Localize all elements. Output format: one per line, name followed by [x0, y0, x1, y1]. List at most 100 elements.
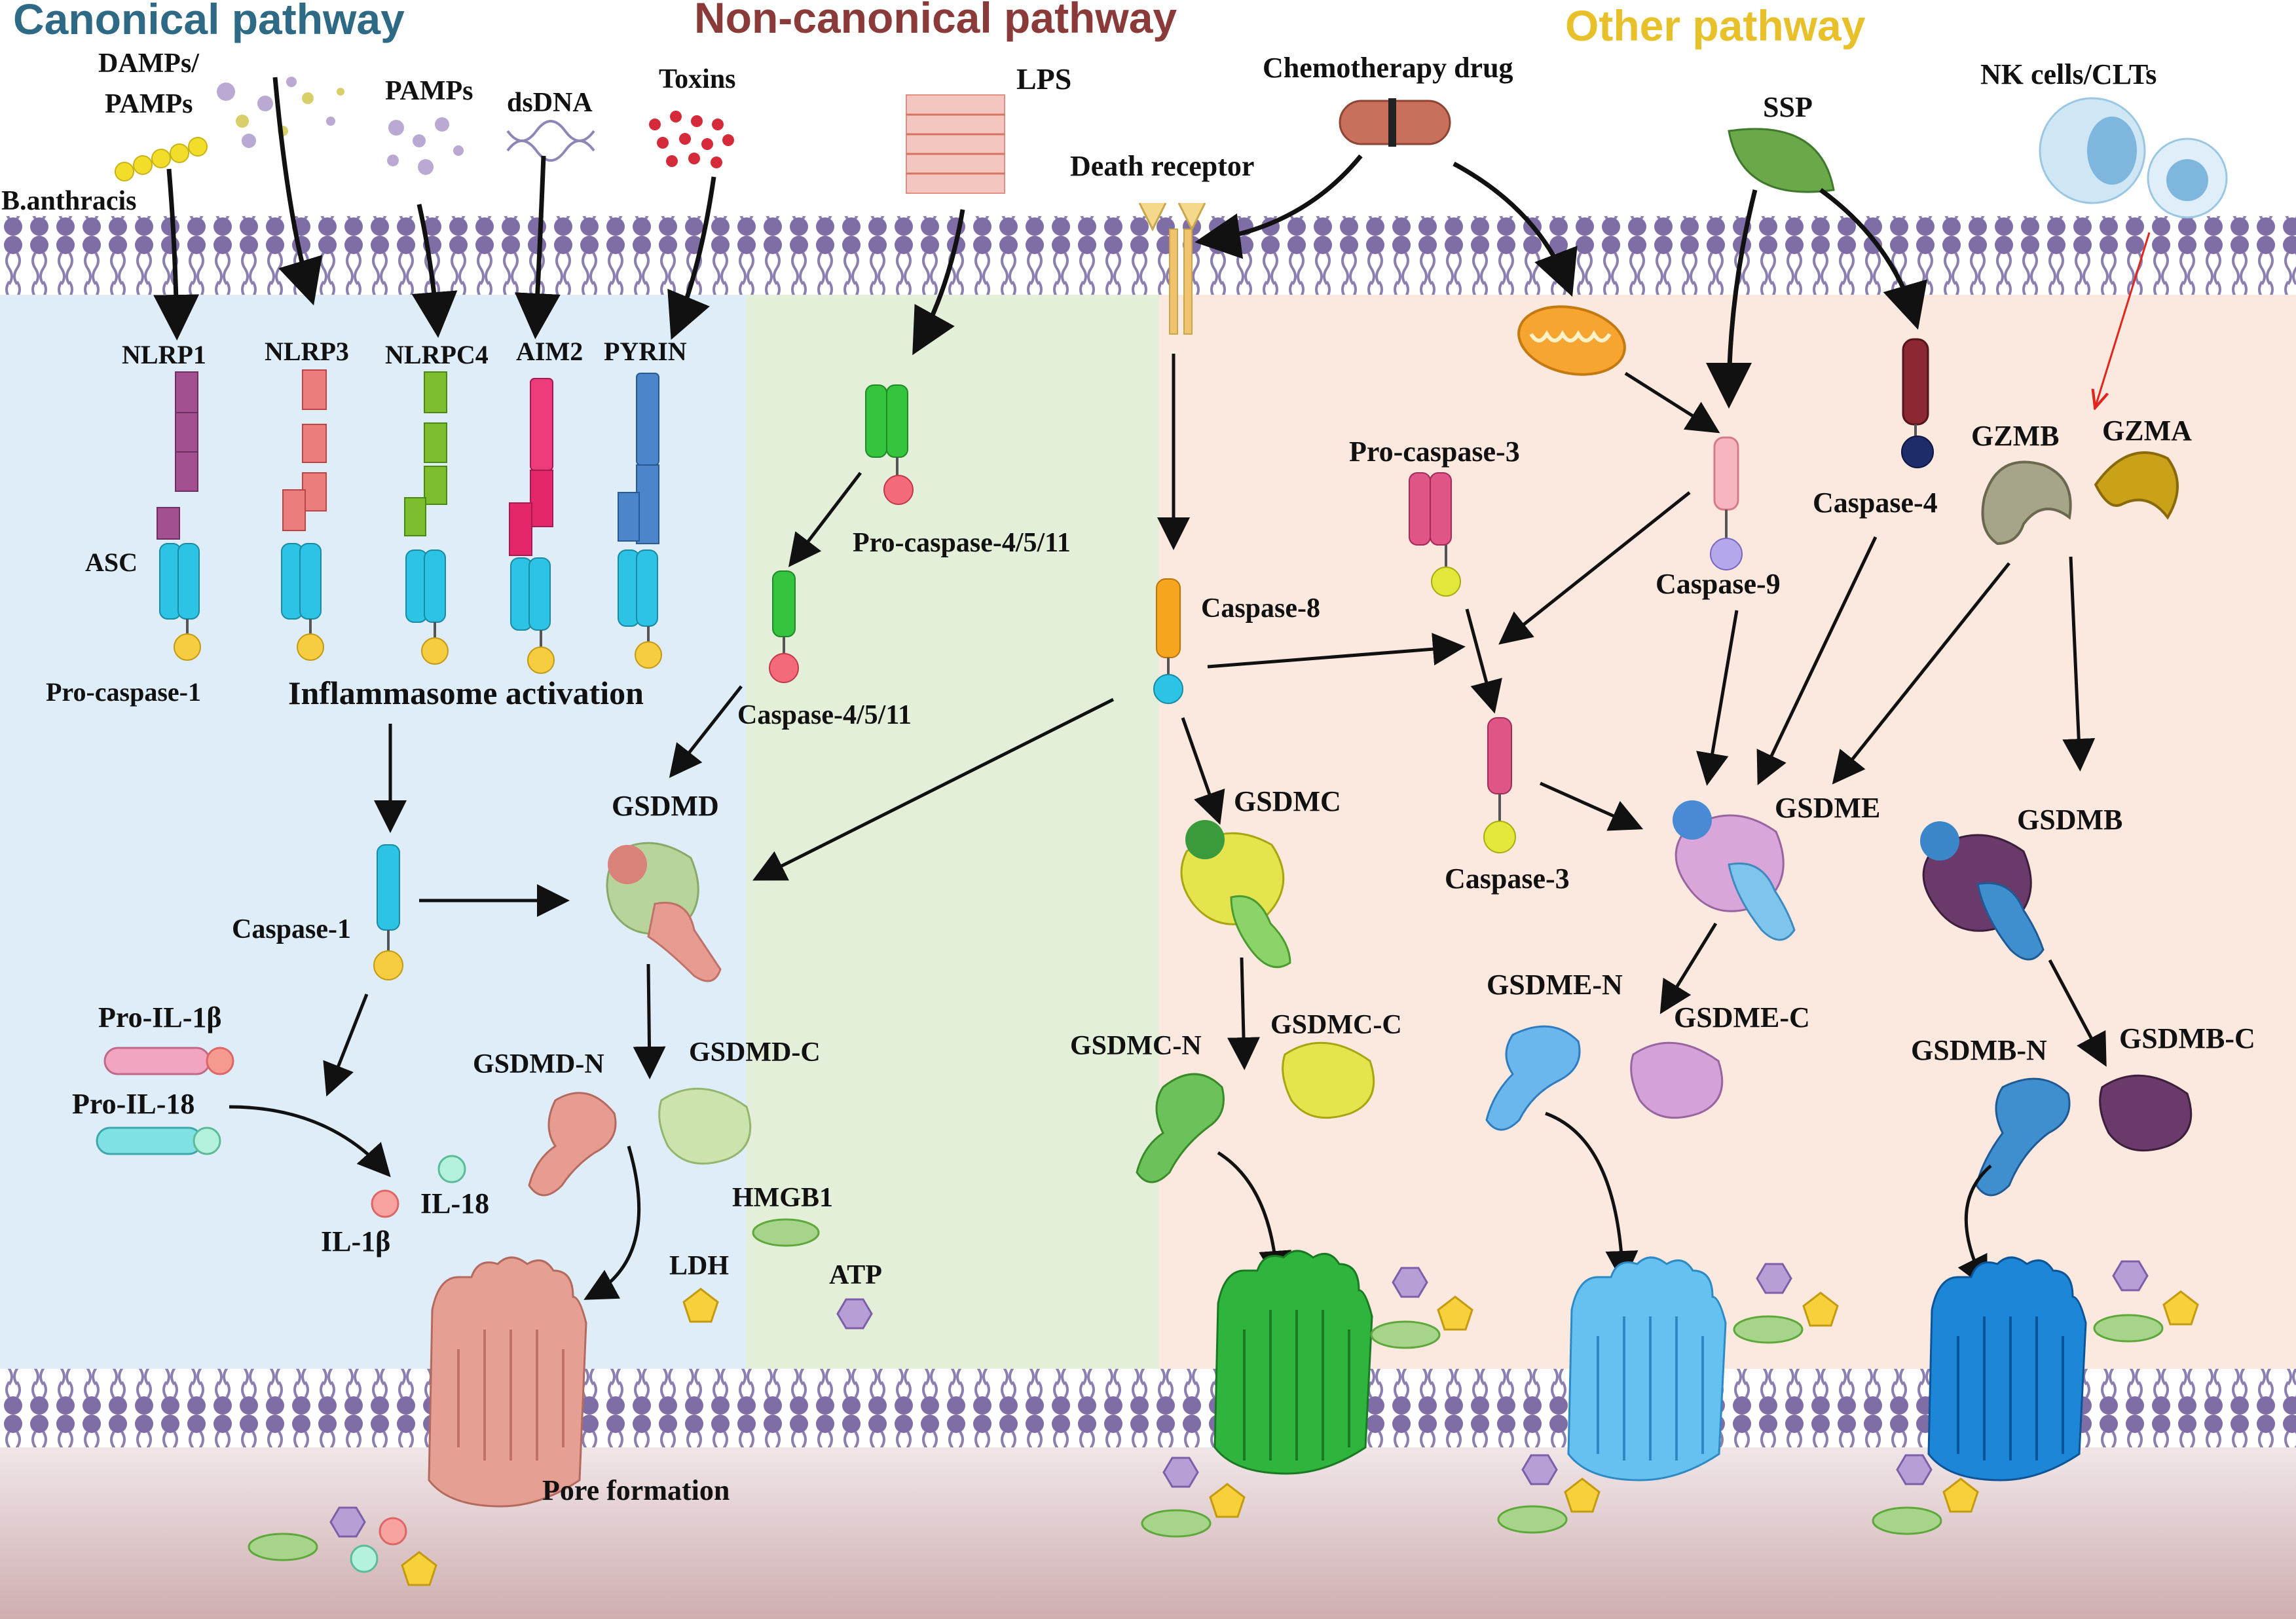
- label-gsdme-n: GSDME-N: [1487, 969, 1623, 1001]
- mitochondrion-icon: [1517, 305, 1626, 376]
- gsdmc-pore: [1213, 1250, 1373, 1475]
- stimulus-chemo: Chemotherapy drug: [1263, 52, 1513, 147]
- procasp3-protein: [1409, 472, 1461, 597]
- label-toxins: Toxins: [659, 64, 736, 94]
- gsdmd-pore: [428, 1256, 587, 1508]
- released-contents-gsdmc: [1141, 1267, 1473, 1538]
- label-nlrp1: NLRP1: [122, 340, 206, 369]
- label-procasp4511: Pro-caspase-4/5/11: [853, 528, 1071, 558]
- label-gsdmc: GSDMC: [1234, 785, 1341, 817]
- nlrpc4-sensor: NLRPC4: [385, 340, 489, 665]
- label-banthracis: B.anthracis: [1, 186, 137, 216]
- arrow-chemo-to-mito: [1453, 161, 1578, 297]
- stimulus-ssp: SSP: [1728, 91, 1835, 193]
- gsdmb-n-fragment: [1975, 1077, 2071, 1197]
- caspase3-protein: [1483, 717, 1516, 853]
- arrow-gsdmd-cleavage: [633, 963, 666, 1079]
- gsdmc-protein: [1180, 820, 1291, 969]
- gsdmb-c-fragment: [2099, 1074, 2193, 1152]
- gsdmb-pore: [1927, 1256, 2087, 1481]
- arrow-casp9-to-casp3: [1498, 491, 1691, 645]
- arrow-casp9-to-gsdme: [1696, 610, 1739, 786]
- death-receptor-icon: [1138, 202, 1206, 335]
- label-pro-il1b: Pro-IL-1β: [98, 1001, 222, 1033]
- gsdme-n-fragment: [1485, 1025, 1581, 1131]
- arrow-procasp3-to-casp3: [1465, 608, 1502, 714]
- gsdme-protein: [1673, 800, 1796, 941]
- gsdme-pore: [1567, 1256, 1727, 1481]
- arrow-gsdmd-n-to-pore: [583, 1145, 641, 1300]
- released-contents-gsdme: [1497, 1263, 1839, 1534]
- stimulus-damps: DAMPs/ PAMPs B.anthracis: [1, 48, 344, 216]
- label-damps: DAMPs/: [98, 48, 200, 79]
- released-il18-icon: [350, 1544, 379, 1573]
- arrow-lps-to-procasp: [912, 209, 965, 356]
- arrow-gsdmc-cleavage: [1227, 957, 1261, 1070]
- gzma-icon: [2094, 451, 2179, 520]
- bottom-membrane: [0, 1369, 2296, 1447]
- pyrin-sensor: PYRIN: [604, 337, 687, 669]
- pro-il1b-icon: [103, 1047, 211, 1075]
- top-membrane: [0, 216, 2296, 295]
- arrow-casp4-to-gsdme: [1756, 536, 1878, 786]
- label-il1b: IL-1β: [321, 1225, 390, 1257]
- damps-particles-icon: [217, 77, 344, 148]
- stimulus-dsdna: dsDNA: [506, 88, 595, 162]
- canonical-stimulus-arrows: [153, 77, 716, 341]
- stimulus-pamps: PAMPs: [385, 76, 473, 175]
- label-death-receptor: Death receptor: [1070, 150, 1254, 182]
- label-gsdmc-n: GSDMC-N: [1070, 1031, 1202, 1061]
- il1b-icon: [371, 1189, 399, 1218]
- label-casp4511: Caspase-4/5/11: [737, 700, 912, 730]
- gsdme-c-fragment: [1630, 1041, 1724, 1119]
- bacteria-chain-icon: [115, 137, 208, 181]
- label-nk: NK cells/CLTs: [1980, 58, 2157, 90]
- arrow-mito-to-casp9: [1624, 371, 1720, 434]
- arrow-gsdme-n-to-pore: [1545, 1111, 1639, 1284]
- arrow-il-processing: [229, 1105, 391, 1178]
- label-gsdme: GSDME: [1775, 792, 1880, 824]
- arrow-ssp-to-casp9: [1706, 189, 1758, 409]
- arrow-casp8-to-gsdmc: [1181, 717, 1225, 825]
- label-caspase8: Caspase-8: [1201, 593, 1320, 623]
- caspase9-protein: [1710, 436, 1743, 570]
- label-gsdmd: GSDMD: [612, 790, 719, 822]
- dna-helix-icon: [506, 120, 595, 162]
- gsdmc-c-fragment: [1282, 1041, 1375, 1119]
- released-hmgb1-icon: [248, 1533, 318, 1561]
- il18-icon: [437, 1155, 466, 1183]
- procasp4511-protein: [865, 384, 914, 505]
- arrow-casp1-to-il: [323, 994, 369, 1097]
- pamps-particles-icon: [387, 117, 464, 175]
- label-gzma: GZMA: [2102, 415, 2192, 447]
- toxins-particles-icon: [649, 111, 734, 168]
- label-asc: ASC: [85, 548, 138, 577]
- label-gsdme-c: GSDME-C: [1674, 1001, 1810, 1033]
- arrow-gsdmb-n-to-pore: [1957, 1164, 1992, 1290]
- released-ldh-icon: [401, 1551, 437, 1586]
- gsdmd-n-fragment: [528, 1092, 617, 1197]
- label-dsdna: dsDNA: [507, 88, 593, 118]
- arrow-gsdme-cleavage: [1659, 922, 1718, 1014]
- pro-il18-icon: [96, 1126, 203, 1155]
- label-lps: LPS: [1016, 62, 1071, 96]
- released-contents-gsdmb: [1872, 1260, 2199, 1535]
- title-canonical: Canonical pathway: [13, 0, 405, 43]
- released-atp-icon: [329, 1506, 366, 1538]
- label-caspase1: Caspase-1: [232, 914, 351, 944]
- ldh-icon: [682, 1288, 719, 1323]
- arrow-procasp-to-casp4511: [788, 472, 862, 567]
- label-caspase4: Caspase-4: [1813, 487, 1938, 519]
- stimulus-toxins: Toxins: [649, 64, 736, 168]
- label-gsdmd-n: GSDMD-N: [473, 1049, 604, 1079]
- caspase8-protein: [1153, 578, 1183, 704]
- arrow-casp8-to-gsdmd: [752, 698, 1115, 881]
- label-atp: ATP: [829, 1260, 882, 1290]
- title-other: Other pathway: [1565, 1, 1866, 50]
- label-ssp: SSP: [1763, 91, 1813, 123]
- label-caspase3: Caspase-3: [1445, 863, 1570, 895]
- title-noncanonical: Non-canonical pathway: [694, 0, 1177, 42]
- label-procasp1: Pro-caspase-1: [46, 677, 201, 707]
- gsdmb-protein: [1920, 821, 2045, 961]
